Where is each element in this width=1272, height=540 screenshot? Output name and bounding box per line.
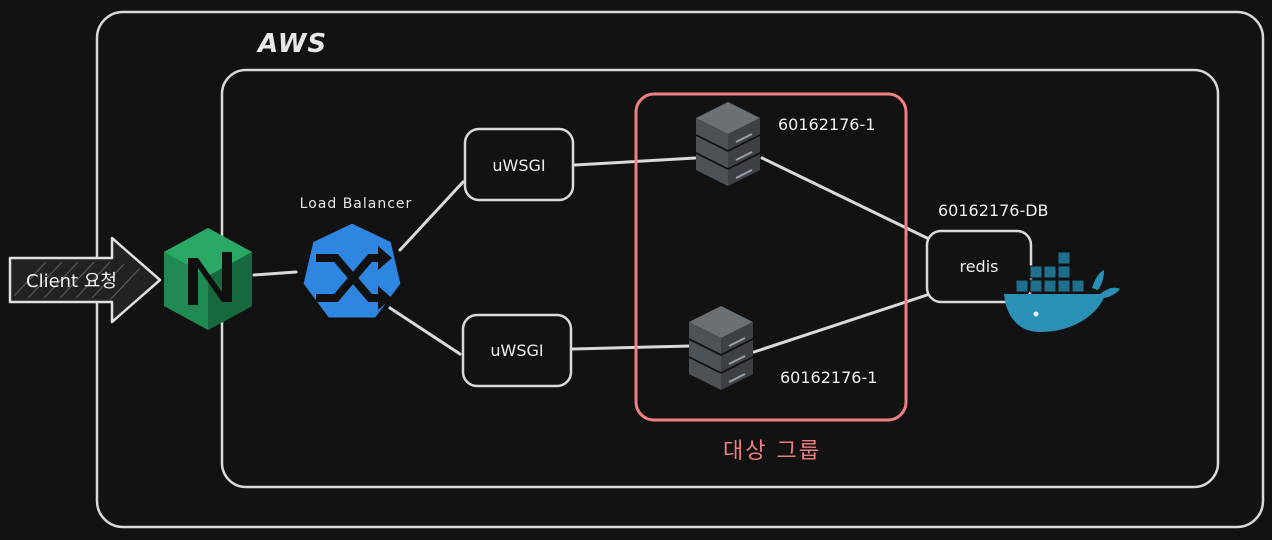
server-icon — [696, 102, 760, 186]
line-nginx-lb — [252, 270, 298, 277]
client-arrow: Client 요청 — [8, 236, 162, 324]
line-lb-uwsgi-bottom — [388, 306, 462, 356]
uwsgi-bottom-box — [461, 313, 573, 388]
db-label: 60162176-DB — [938, 201, 1049, 220]
uwsgi-bottom-label: uWSGI — [490, 341, 543, 360]
line-server-top-redis — [760, 156, 929, 240]
load-balancer-label: Load Balancer — [300, 196, 413, 212]
server-icon — [689, 306, 753, 390]
line-server-bottom-redis — [752, 293, 929, 354]
nginx-icon — [164, 228, 252, 330]
redis-label: redis — [959, 257, 998, 276]
client-label: Client 요청 — [26, 271, 117, 292]
docker-icon — [1004, 251, 1120, 332]
line-uwsgi-bottom-server — [571, 344, 692, 351]
target-group-label: 대상 그룹 — [723, 439, 821, 464]
uwsgi-top-label: uWSGI — [492, 156, 545, 175]
server-bottom-label: 60162176-1 — [780, 368, 877, 387]
line-lb-uwsgi-top — [398, 180, 465, 252]
arrow-icon — [8, 236, 162, 324]
load-balancer-icon — [300, 220, 404, 321]
aws-label: AWS — [256, 29, 327, 59]
uwsgi-top-box — [463, 127, 575, 202]
target-group-boundary — [634, 92, 908, 422]
aws-boundary — [95, 10, 1265, 529]
connections — [252, 156, 929, 356]
server-top-label: 60162176-1 — [778, 115, 875, 134]
